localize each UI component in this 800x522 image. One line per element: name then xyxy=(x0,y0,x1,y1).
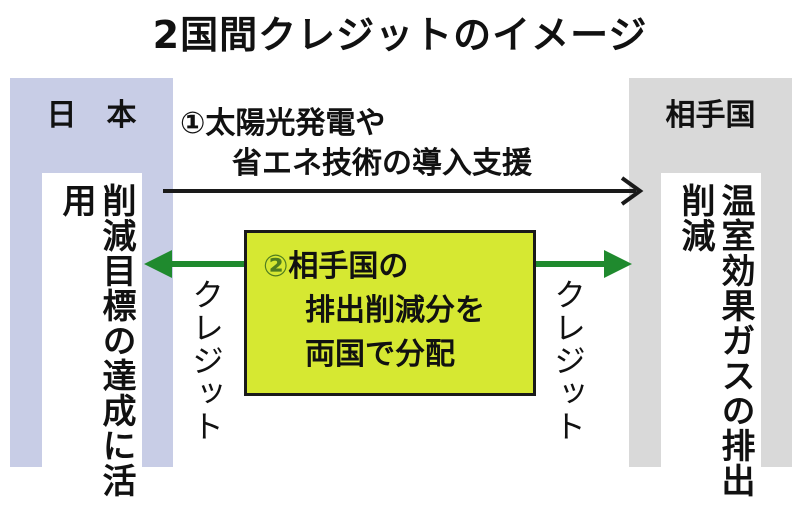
diagram-title: 2国間クレジットのイメージ xyxy=(152,13,648,57)
japan-panel-title: 日 本 xyxy=(46,98,137,133)
support-arrow-head xyxy=(620,176,644,206)
center-line-1-text: 相手国の xyxy=(288,249,409,284)
center-line-1: ②相手国の xyxy=(263,245,485,289)
step-1-number: ① xyxy=(180,106,206,141)
center-line-3: 両国で分配 xyxy=(305,337,455,372)
credit-arrow-left-head xyxy=(144,250,172,278)
japan-inner-box: 削減目標の達成に活用 xyxy=(42,173,142,522)
partner-panel: 相手国 温室効果ガスの排出削減 xyxy=(629,78,792,522)
japan-panel: 日 本 削減目標の達成に活用 xyxy=(10,78,173,522)
arrows-layer xyxy=(144,176,644,278)
partner-reduction-text: 温室効果ガスの排出削減 xyxy=(675,183,755,498)
partner-inner-box: 温室効果ガスの排出削減 xyxy=(661,173,761,522)
partner-panel-title: 相手国 xyxy=(665,98,756,133)
center-line-2: 排出削減分を xyxy=(305,293,485,328)
support-line-2: 省エネ技術の導入支援 xyxy=(180,144,532,184)
credit-label-left: クレジット xyxy=(187,278,225,443)
credit-arrow-right-head xyxy=(604,250,632,278)
japan-goal-text: 削減目標の達成に活用 xyxy=(56,183,136,498)
credit-split-text: ②相手国の 排出削減分を 両国で分配 xyxy=(263,245,485,377)
step-2-number: ② xyxy=(263,249,289,284)
support-line-1: ①太陽光発電や xyxy=(180,104,532,144)
credit-split-box: ②相手国の 排出削減分を 両国で分配 xyxy=(244,230,536,396)
support-text: ①太陽光発電や 省エネ技術の導入支援 xyxy=(180,104,532,184)
support-line-1-text: 太陽光発電や xyxy=(205,106,386,141)
support-line-2-text: 省エネ技術の導入支援 xyxy=(232,146,532,181)
credit-label-right: クレジット xyxy=(549,278,587,443)
